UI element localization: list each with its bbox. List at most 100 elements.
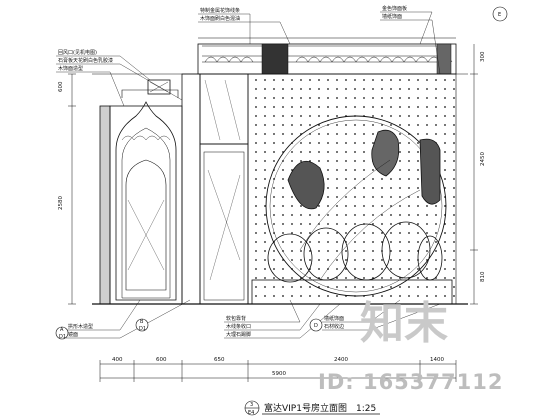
- wallpaper-dot: [444, 142, 446, 144]
- wallpaper-dot: [264, 88, 266, 90]
- wallpaper-dot: [300, 241, 302, 243]
- wallpaper-dot: [291, 196, 293, 198]
- wallpaper-dot: [300, 115, 302, 117]
- wallpaper-dot: [372, 295, 374, 297]
- wallpaper-dot: [282, 223, 284, 225]
- wallpaper-dot: [435, 133, 437, 135]
- wallpaper-dot: [282, 268, 284, 270]
- wallpaper-dot: [408, 250, 410, 252]
- wallpaper-dot: [399, 187, 401, 189]
- wallpaper-dot: [291, 295, 293, 297]
- wallpaper-dot: [264, 115, 266, 117]
- wallpaper-dot: [426, 250, 428, 252]
- wallpaper-dot: [327, 241, 329, 243]
- wallpaper-dot: [255, 124, 257, 126]
- wallpaper-dot: [318, 295, 320, 297]
- wallpaper-dot: [390, 232, 392, 234]
- wallpaper-dot: [381, 196, 383, 198]
- wallpaper-dot: [291, 106, 293, 108]
- wallpaper-dot: [354, 232, 356, 234]
- wallpaper-dot: [417, 169, 419, 171]
- note-tr-1: 金色饰面板: [382, 5, 407, 12]
- dim-right-1: 300: [480, 51, 486, 62]
- wallpaper-dot: [300, 295, 302, 297]
- wallpaper-dot: [345, 205, 347, 207]
- wallpaper-dot: [345, 232, 347, 234]
- wallpaper-dot: [435, 115, 437, 117]
- wallpaper-dot: [354, 277, 356, 279]
- wallpaper-dot: [435, 106, 437, 108]
- wallpaper-dot: [435, 88, 437, 90]
- wallpaper-dot: [426, 97, 428, 99]
- wallpaper-dot: [408, 169, 410, 171]
- wallpaper-dot: [381, 88, 383, 90]
- wallpaper-dot: [426, 106, 428, 108]
- wallpaper-dot: [399, 133, 401, 135]
- wallpaper-dot: [264, 142, 266, 144]
- wallpaper-dot: [264, 178, 266, 180]
- callout-texts: A D1 B D1 D E 3 E4: [59, 12, 501, 416]
- wallpaper-dot: [318, 160, 320, 162]
- wallpaper-dot: [435, 286, 437, 288]
- wallpaper-dot: [417, 295, 419, 297]
- wallpaper-dot: [426, 268, 428, 270]
- wallpaper-dot: [363, 97, 365, 99]
- wallpaper-dot: [345, 124, 347, 126]
- wallpaper-dot: [318, 205, 320, 207]
- wallpaper-dot: [381, 79, 383, 81]
- wallpaper-dot: [372, 241, 374, 243]
- wallpaper-dot: [444, 178, 446, 180]
- wallpaper-dot: [363, 205, 365, 207]
- wallpaper-dot: [426, 115, 428, 117]
- wallpaper-dot: [444, 124, 446, 126]
- sofa-cushions: [251, 221, 453, 305]
- wallpaper-dot: [255, 232, 257, 234]
- wallpaper-dot: [273, 286, 275, 288]
- wallpaper-dot: [309, 124, 311, 126]
- wallpaper-dot: [318, 241, 320, 243]
- wallpaper-dot: [273, 295, 275, 297]
- wallpaper-dot: [399, 214, 401, 216]
- wallpaper-dot: [255, 295, 257, 297]
- wallpaper-dot: [336, 79, 338, 81]
- wallpaper-dot: [300, 250, 302, 252]
- wallpaper-dot: [345, 88, 347, 90]
- wallpaper-dot: [435, 124, 437, 126]
- section-tag-number: 3: [250, 402, 253, 408]
- wallpaper-dot: [399, 160, 401, 162]
- wallpaper-dot: [345, 160, 347, 162]
- callout-bubbles: [55, 6, 508, 416]
- wallpaper-dot: [390, 277, 392, 279]
- wallpaper-dot: [363, 169, 365, 171]
- wallpaper-dot: [354, 196, 356, 198]
- wallpaper-dot: [255, 106, 257, 108]
- dim-bottom-2: 600: [156, 357, 167, 363]
- wallpaper-dot: [372, 88, 374, 90]
- wallpaper-dot: [417, 115, 419, 117]
- drawing-frame: [92, 37, 468, 305]
- note-br-1: 墙纸饰面: [324, 315, 344, 322]
- wallpaper-dot: [399, 286, 401, 288]
- wallpaper-dot: [381, 178, 383, 180]
- wallpaper-dot: [300, 268, 302, 270]
- dim-total: 5900: [272, 371, 286, 377]
- wallpaper-dot: [264, 124, 266, 126]
- wallpaper-dot: [417, 178, 419, 180]
- wallpaper-dot: [327, 214, 329, 216]
- wallpaper-dot: [453, 97, 455, 99]
- wallpaper-dot: [309, 97, 311, 99]
- wallpaper-dot: [327, 259, 329, 261]
- note-tl-3: 木饰面造型: [58, 65, 83, 72]
- wallpaper-dot: [318, 106, 320, 108]
- wallpaper-dot: [273, 223, 275, 225]
- wallpaper-dot: [453, 160, 455, 162]
- wallpaper-dot: [363, 232, 365, 234]
- wallpaper-dot: [300, 88, 302, 90]
- wallpaper-dot: [363, 106, 365, 108]
- wallpaper-dot: [354, 160, 356, 162]
- wallpaper-dot: [291, 160, 293, 162]
- wallpaper-dot: [300, 106, 302, 108]
- wallpaper-dot: [399, 295, 401, 297]
- wallpaper-dot: [336, 88, 338, 90]
